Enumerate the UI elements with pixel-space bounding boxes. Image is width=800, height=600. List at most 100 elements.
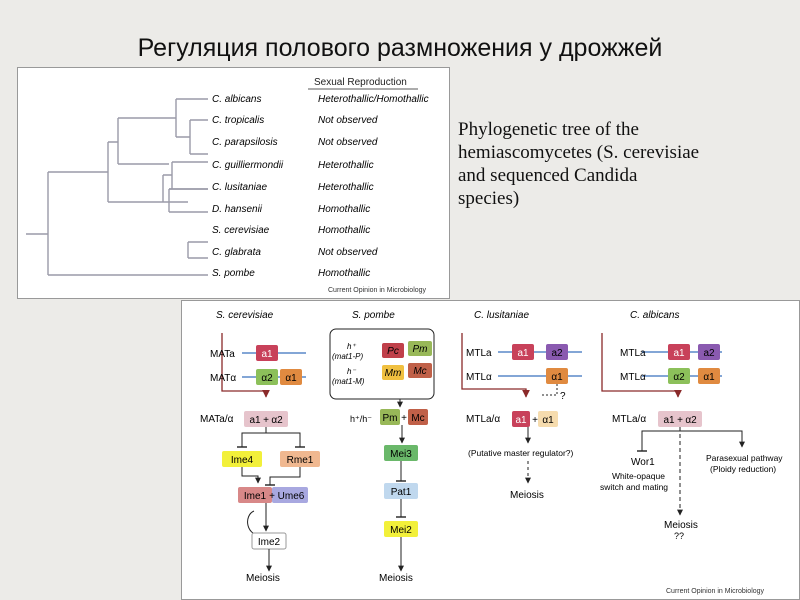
tree-species-name: S. pombe	[212, 268, 255, 279]
scer-column: S. cerevisiae MATa a1 MATα α2 α1 MATa/α …	[200, 310, 320, 584]
scer-inhibit-ime4	[241, 427, 267, 447]
calb-a2-box	[698, 344, 720, 360]
scer-hd-alpha2: α2	[271, 415, 283, 426]
scer-mat-a-alpha: MATa/α	[200, 414, 234, 425]
clus-a2-box	[546, 344, 568, 360]
tree-branches	[26, 98, 208, 276]
clus-hd-alpha1: α1	[542, 415, 554, 426]
tree-species-status: Heterothallic/Homothallic	[318, 94, 429, 105]
clus-regulator: (Putative master regulator?)	[468, 448, 574, 458]
scer-rme1-label: Rme1	[287, 455, 314, 466]
clus-loop-line	[461, 333, 530, 398]
spombe-mei3-box	[384, 445, 418, 461]
calb-a2-label: a2	[703, 348, 715, 359]
clus-mtl-a-alpha: MTLa/α	[466, 414, 500, 425]
tree-species-name: C. glabrata	[212, 247, 261, 258]
scer-mat-a: MATa	[210, 349, 235, 360]
tree-species-status: Heterothallic	[318, 182, 374, 193]
spombe-pm-label: Pm	[413, 344, 428, 355]
clus-column: C. lusitaniae MTLa a1 a2 MTLα α1 ? MTLa/…	[461, 310, 582, 501]
calb-qq: ??	[674, 531, 684, 541]
scer-hd-plus: +	[263, 415, 269, 426]
calb-wor1: Wor1	[631, 457, 655, 468]
clus-a1-label: a1	[517, 348, 529, 359]
calb-wo-line2: switch and mating	[600, 482, 668, 492]
calb-parasexual-arrow	[679, 427, 745, 448]
calb-alpha2-label: α2	[673, 372, 685, 383]
calb-alpha1-box	[698, 368, 720, 384]
calb-hd-a1: a1	[663, 415, 675, 426]
spombe-mat1m: (mat1-M)	[332, 377, 365, 386]
spombe-pc-box	[382, 343, 404, 358]
calb-mtl-a-alpha: MTLa/α	[612, 414, 646, 425]
scer-ime1-label: Ime1	[244, 491, 267, 502]
spombe-plus: +	[401, 413, 407, 424]
scer-rme1-box	[280, 451, 320, 467]
scer-ime4-arrow	[241, 467, 261, 484]
spombe-h-plus: h⁺	[347, 342, 356, 351]
calb-loop-line	[601, 333, 682, 398]
spombe-mat1p: (mat1-P)	[332, 352, 363, 361]
spombe-mei2-label: Mei2	[390, 525, 412, 536]
spombe-mc-box	[408, 363, 432, 378]
scer-ume6-label: Ume6	[278, 491, 305, 502]
tree-species-status: Heterothallic	[318, 160, 374, 171]
tree-species-status: Not observed	[318, 247, 378, 258]
spombe-mm-label: Mm	[385, 368, 402, 379]
calb-mtl-a: MTLa	[620, 348, 646, 359]
spombe-mc2-label: Mc	[411, 413, 424, 424]
spombe-mc-label: Mc	[413, 366, 426, 377]
tree-species-status: Not observed	[318, 115, 378, 126]
spombe-pat1-label: Pat1	[391, 487, 412, 498]
tree-species-name: D. hansenii	[212, 204, 263, 215]
tree-header: Sexual Reproduction	[314, 77, 407, 88]
clus-dashed-alpha1	[540, 384, 558, 396]
calb-column: C. albicans MTLa a1 a2 MTLα α2 α1 MTLa/α…	[600, 310, 783, 541]
figure-caption: Phylogenetic tree of the hemiascomycetes…	[458, 118, 748, 210]
spombe-column: S. pombe h⁺ (mat1-P) h⁻ (mat1-M) Pc Pm M…	[329, 310, 435, 584]
clus-hd-a1: a1	[515, 415, 527, 426]
spombe-title: S. pombe	[352, 310, 395, 321]
scer-ime4-box	[222, 451, 262, 467]
spombe-pm2-label: Pm	[383, 413, 398, 424]
clus-a1-box	[512, 344, 534, 360]
page-title: Регуляция полового размножения у дрожжей	[137, 34, 663, 62]
tree-species-name: C. albicans	[212, 94, 261, 105]
regulation-figure: S. cerevisiae MATa a1 MATα α2 α1 MATa/α …	[181, 300, 800, 600]
scer-a1-box	[256, 345, 278, 361]
tree-species-name: C. guilliermondii	[212, 160, 284, 171]
calb-a1-box	[668, 344, 690, 360]
tree-credit: Current Opinion in Microbiology	[328, 287, 427, 294]
clus-mtl-a: MTLa	[466, 348, 492, 359]
scer-mat-alpha: MATα	[210, 373, 236, 384]
tree-species-name: S. cerevisiae	[212, 225, 270, 236]
calb-meiosis: Meiosis	[664, 520, 698, 531]
scer-alpha2-label: α2	[261, 373, 273, 384]
tree-species-status: Homothallic	[318, 268, 370, 279]
scer-ume6-box	[272, 487, 308, 503]
clus-title: C. lusitaniae	[474, 310, 529, 321]
calb-mtl-alpha: MTLα	[620, 372, 646, 383]
calb-hd-plus: +	[677, 415, 683, 426]
caption-line: Phylogenetic tree of the	[458, 119, 639, 140]
spombe-pm2-box	[380, 409, 400, 425]
scer-heterodimer-box	[244, 411, 288, 427]
scer-alpha2-box	[256, 369, 278, 385]
caption-line: and sequenced Candida	[458, 165, 638, 186]
spombe-pm-box	[408, 341, 432, 356]
calb-alpha2-box	[668, 368, 690, 384]
clus-a2-label: a2	[551, 348, 563, 359]
scer-alpha1-label: α1	[285, 373, 297, 384]
clus-mtl-alpha: MTLα	[466, 372, 492, 383]
calb-heterodimer-box	[658, 411, 702, 427]
calb-wo-line1: White-opaque	[612, 471, 665, 481]
clus-hd-a1-box	[512, 411, 530, 427]
clus-question: ?	[560, 391, 566, 402]
clus-hd-plus: +	[532, 415, 538, 426]
tree-species-status: Homothallic	[318, 204, 370, 215]
tree-species-status: Homothallic	[318, 225, 370, 236]
spombe-h-minus: h⁻	[347, 367, 356, 376]
clus-meiosis: Meiosis	[510, 490, 544, 501]
spombe-mei2-box	[384, 521, 418, 537]
